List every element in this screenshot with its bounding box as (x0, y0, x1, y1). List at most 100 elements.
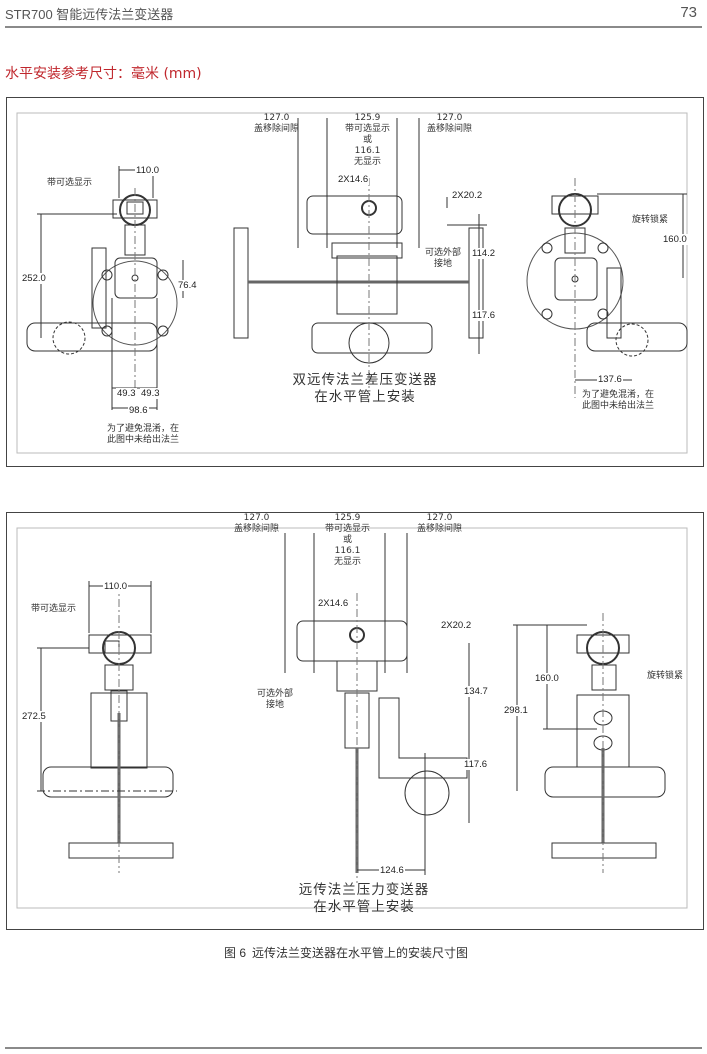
sensor-module (554, 257, 598, 301)
header-divider (5, 26, 702, 28)
dim-height: 272.5 (21, 711, 47, 722)
dim-note: 带可选显示 (325, 524, 371, 534)
dim-flange: 76.4 (177, 280, 198, 291)
dim-height: 160.0 (662, 234, 688, 245)
left-remote-flange (233, 227, 249, 339)
note-flange-omitted: 为了避免混淆，在 此图中未给出法兰 (582, 390, 654, 412)
dim-height: 252.0 (21, 273, 47, 284)
dim-note: 盖移除间隙 (427, 124, 473, 134)
dim-cover-left: 127.0 盖移除间隙 (254, 113, 299, 135)
figure-caption-text: 远传法兰变送器在水平管上的安装尺寸图 (252, 946, 469, 960)
right-view-drawing (526, 178, 688, 398)
dim-note: 或 (343, 535, 353, 545)
dim-conduit-height: 2X20.2 (440, 620, 473, 631)
note-flange-omitted: 为了避免混淆，在 此图中未给出法兰 (107, 424, 179, 446)
dim-conduit: 2X14.6 (317, 598, 350, 609)
drawing-frame (16, 527, 688, 909)
dim-value: 127.0 (426, 513, 453, 523)
dim-note: 无显示 (354, 157, 382, 167)
dim-cover-right: 127.0 盖移除间隙 (427, 113, 472, 135)
note-line-1: 可选外部 (257, 689, 294, 699)
pipe (544, 766, 666, 798)
dim-value: 125.9 (354, 113, 381, 123)
sensor-module (336, 255, 398, 315)
dim-lower: 117.6 (463, 759, 489, 770)
note-rotation-lock: 旋转锁紧 (647, 671, 684, 681)
dim-width: 110.0 (135, 165, 161, 176)
note-external-ground: 可选外部 接地 (257, 689, 293, 711)
figure-remote-seal-pressure-transmitter: 110.0 带可选显示 272.5 127.0 盖移除间隙 125.9 带可选显… (6, 512, 704, 930)
lcd-display (104, 640, 120, 654)
dim-note: 盖移除间隙 (234, 524, 280, 534)
caption-line-1: 远传法兰压力变送器 (298, 882, 430, 898)
note-optional-display: 带可选显示 (47, 178, 93, 188)
dim-note: 无显示 (334, 557, 362, 567)
figure-dual-seal-dp-transmitter: 110.0 带可选显示 252.0 76.4 49.3 49.3 98.6 为了… (6, 97, 704, 467)
dim-half-left: 49.3 (116, 388, 137, 399)
caption-line-1: 双远传法兰差压变送器 (292, 372, 438, 388)
center-view-drawing (284, 533, 470, 883)
drawing-frame (16, 112, 688, 454)
note-line-2: 接地 (434, 259, 453, 269)
pipe (311, 322, 433, 354)
dim-total-height: 298.1 (503, 705, 529, 716)
dim-upper: 134.7 (463, 686, 489, 697)
dim-value-alt: 116.1 (354, 146, 381, 156)
dim-offset: 137.6 (597, 374, 623, 385)
note-line-2: 此图中未给出法兰 (582, 401, 655, 411)
dim-height: 160.0 (534, 673, 560, 684)
dim-value: 127.0 (263, 113, 290, 123)
figure-number: 图 6 (224, 946, 247, 960)
dim-offset: 124.6 (379, 865, 405, 876)
dim-lower: 117.6 (471, 310, 497, 321)
transmitter-housing (306, 195, 403, 235)
pipe (42, 766, 174, 798)
page-number: 73 (680, 4, 697, 21)
dim-housing-width: 125.9 带可选显示 或 116.1 无显示 (345, 113, 390, 168)
remote-seal-flange (551, 842, 657, 859)
dim-note: 盖移除间隙 (254, 124, 300, 134)
note-optional-display: 带可选显示 (31, 604, 77, 614)
dim-conduit-height: 2X20.2 (451, 190, 484, 201)
note-line-1: 可选外部 (425, 248, 462, 258)
caption-line-2: 在水平管上安装 (313, 899, 415, 915)
dim-value: 127.0 (243, 513, 270, 523)
left-view-drawing (26, 166, 184, 410)
technical-drawing-2 (16, 527, 688, 909)
figure-caption: 图 6 远传法兰变送器在水平管上的安装尺寸图 (224, 944, 468, 961)
figure1-subcaption: 双远传法兰差压变送器 在水平管上安装 (285, 372, 445, 406)
note-line-2: 接地 (266, 700, 285, 710)
dim-total-width: 98.6 (128, 405, 149, 416)
figure2-subcaption: 远传法兰压力变送器 在水平管上安装 (289, 882, 439, 916)
dim-value: 125.9 (334, 513, 361, 523)
pipe (586, 322, 688, 352)
left-view-drawing (37, 581, 177, 873)
sensor-module (114, 257, 158, 299)
note-line-1: 为了避免混淆，在 (107, 424, 180, 434)
lcd-display (126, 201, 144, 215)
dim-note: 或 (363, 135, 373, 145)
dim-upper: 114.2 (471, 248, 497, 259)
dim-value-alt: 116.1 (334, 546, 361, 556)
dim-conduit: 2X14.6 (337, 174, 370, 185)
note-line-1: 为了避免混淆，在 (582, 390, 655, 400)
note-rotation-lock: 旋转锁紧 (632, 215, 669, 225)
footer-divider (5, 1047, 702, 1049)
dim-width: 110.0 (103, 581, 129, 592)
caption-line-2: 在水平管上安装 (314, 389, 416, 405)
right-remote-flange (468, 227, 484, 339)
dim-half-right: 49.3 (140, 388, 161, 399)
remote-seal-flange (68, 842, 174, 859)
dim-housing-width: 125.9 带可选显示 或 116.1 无显示 (325, 513, 370, 568)
running-header-title: STR700 智能远传法兰变送器 (5, 7, 174, 22)
dim-note: 盖移除间隙 (417, 524, 463, 534)
dim-value: 127.0 (436, 113, 463, 123)
pipe (404, 770, 450, 816)
dim-note: 带可选显示 (345, 124, 391, 134)
note-external-ground: 可选外部 接地 (425, 248, 461, 270)
right-view-drawing (513, 613, 666, 873)
mounting-bracket (378, 697, 468, 779)
center-view-drawing (233, 118, 487, 388)
dim-cover-right: 127.0 盖移除间隙 (417, 513, 462, 535)
section-title: 水平安装参考尺寸：毫米 (mm) (5, 66, 202, 82)
